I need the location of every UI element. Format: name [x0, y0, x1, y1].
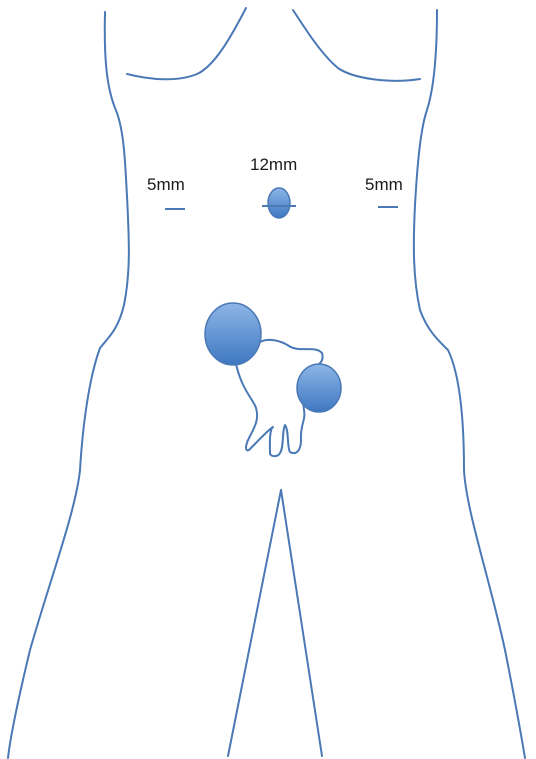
inner-leg-right: [281, 490, 322, 756]
left-body-contour: [8, 12, 129, 758]
right-body-contour: [414, 10, 525, 758]
port-center: 12mm: [250, 155, 297, 218]
port-center-marker: [268, 188, 290, 218]
right-chest-contour: [293, 10, 420, 81]
port-left-label: 5mm: [147, 175, 185, 194]
left-ovary: [205, 303, 261, 365]
left-chest-contour: [127, 8, 246, 79]
inner-leg-left: [228, 490, 281, 756]
port-right-label: 5mm: [365, 175, 403, 194]
uterus-and-ovaries: [205, 303, 341, 456]
torso-outline: [8, 8, 525, 758]
port-right: 5mm: [365, 175, 403, 207]
port-center-label: 12mm: [250, 155, 297, 174]
port-left: 5mm: [147, 175, 185, 209]
right-ovary: [297, 364, 341, 412]
